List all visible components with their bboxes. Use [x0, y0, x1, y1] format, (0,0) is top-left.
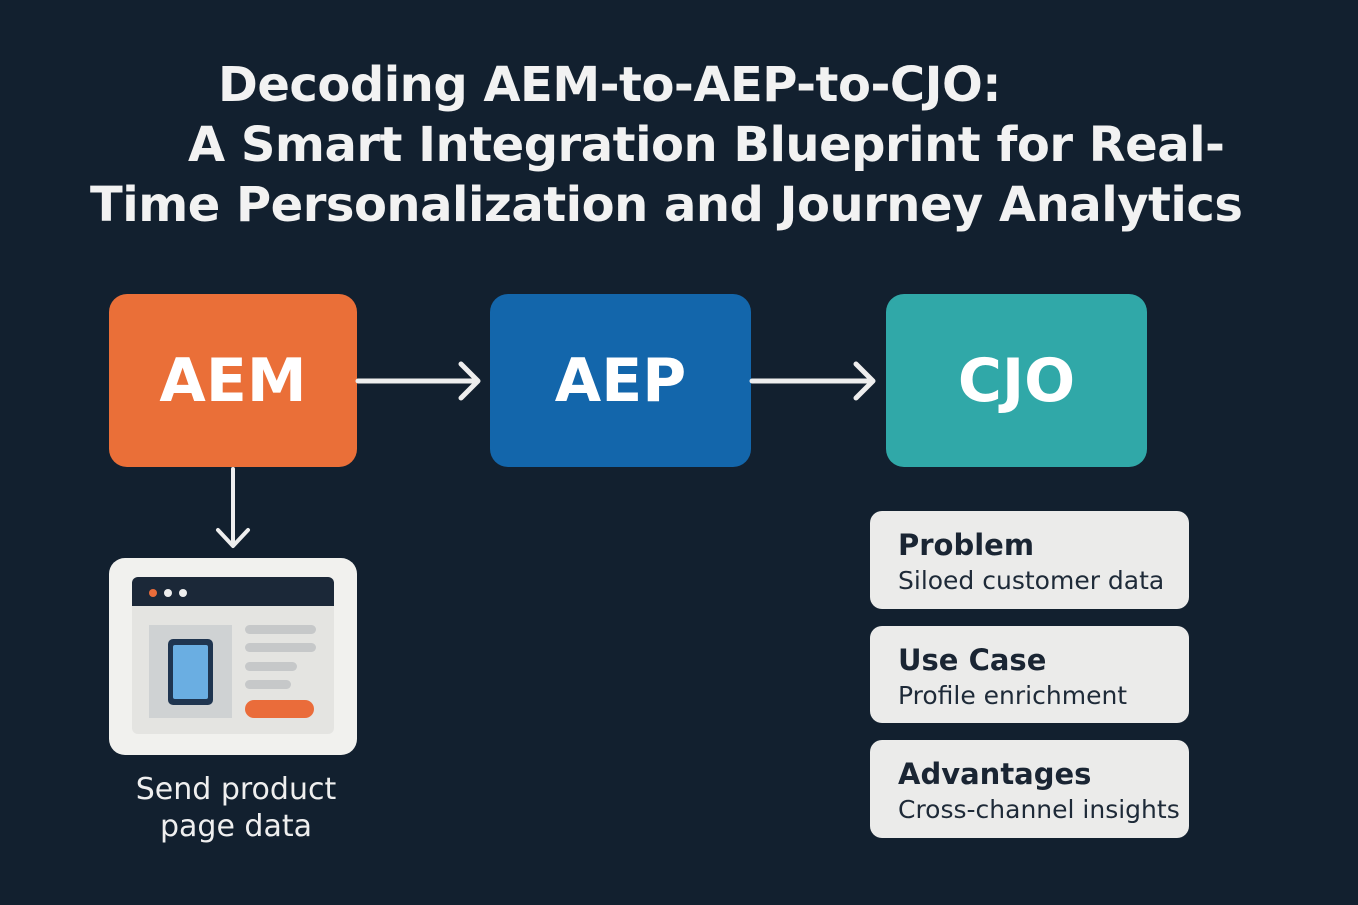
use-case-text: Profile enrichment: [898, 681, 1128, 710]
text-placeholder-line: [245, 643, 316, 652]
browser-title-bar: [132, 577, 334, 606]
browser-dot-icon: [149, 589, 157, 597]
advantages-heading: Advantages: [898, 757, 1092, 791]
browser-dot-icon: [179, 589, 187, 597]
use-case-card: Use Case Profile enrichment: [870, 626, 1189, 723]
browser-dot-icon: [164, 589, 172, 597]
browser-product-page-icon: [109, 558, 357, 755]
use-case-heading: Use Case: [898, 643, 1047, 677]
caption-line-1: Send product: [135, 772, 337, 807]
aem-node-label: AEM: [159, 345, 307, 416]
advantages-text: Cross-channel insights: [898, 795, 1180, 824]
aep-node-label: AEP: [554, 345, 687, 416]
product-image-pane: [149, 625, 232, 718]
cjo-node-label: CJO: [957, 345, 1076, 416]
phone-icon: [168, 639, 213, 705]
phone-screen: [173, 645, 208, 699]
text-placeholder-line: [245, 625, 316, 634]
arrow-aep-to-cjo: [749, 361, 876, 401]
aem-output-caption: Send product page data: [109, 771, 363, 845]
advantages-card: Advantages Cross-channel insights: [870, 740, 1189, 838]
title-line-2: A Smart Integration Blueprint for Real-: [188, 117, 1225, 173]
cjo-node: CJO: [886, 294, 1147, 467]
problem-card: Problem Siloed customer data: [870, 511, 1189, 609]
text-placeholder-line: [245, 680, 291, 689]
text-placeholder-line: [245, 662, 297, 671]
title-line-3: Time Personalization and Journey Analyti…: [90, 177, 1243, 233]
cta-button-shape: [245, 700, 314, 718]
problem-text: Siloed customer data: [898, 566, 1165, 595]
browser-window: [132, 577, 334, 734]
aem-node: AEM: [109, 294, 357, 467]
problem-heading: Problem: [898, 528, 1035, 562]
title-line-1: Decoding AEM-to-AEP-to-CJO:: [218, 57, 1001, 113]
aep-node: AEP: [490, 294, 751, 467]
arrow-aem-to-aep: [355, 361, 481, 401]
arrow-aem-down: [216, 467, 250, 548]
caption-line-2: page data: [159, 809, 313, 844]
